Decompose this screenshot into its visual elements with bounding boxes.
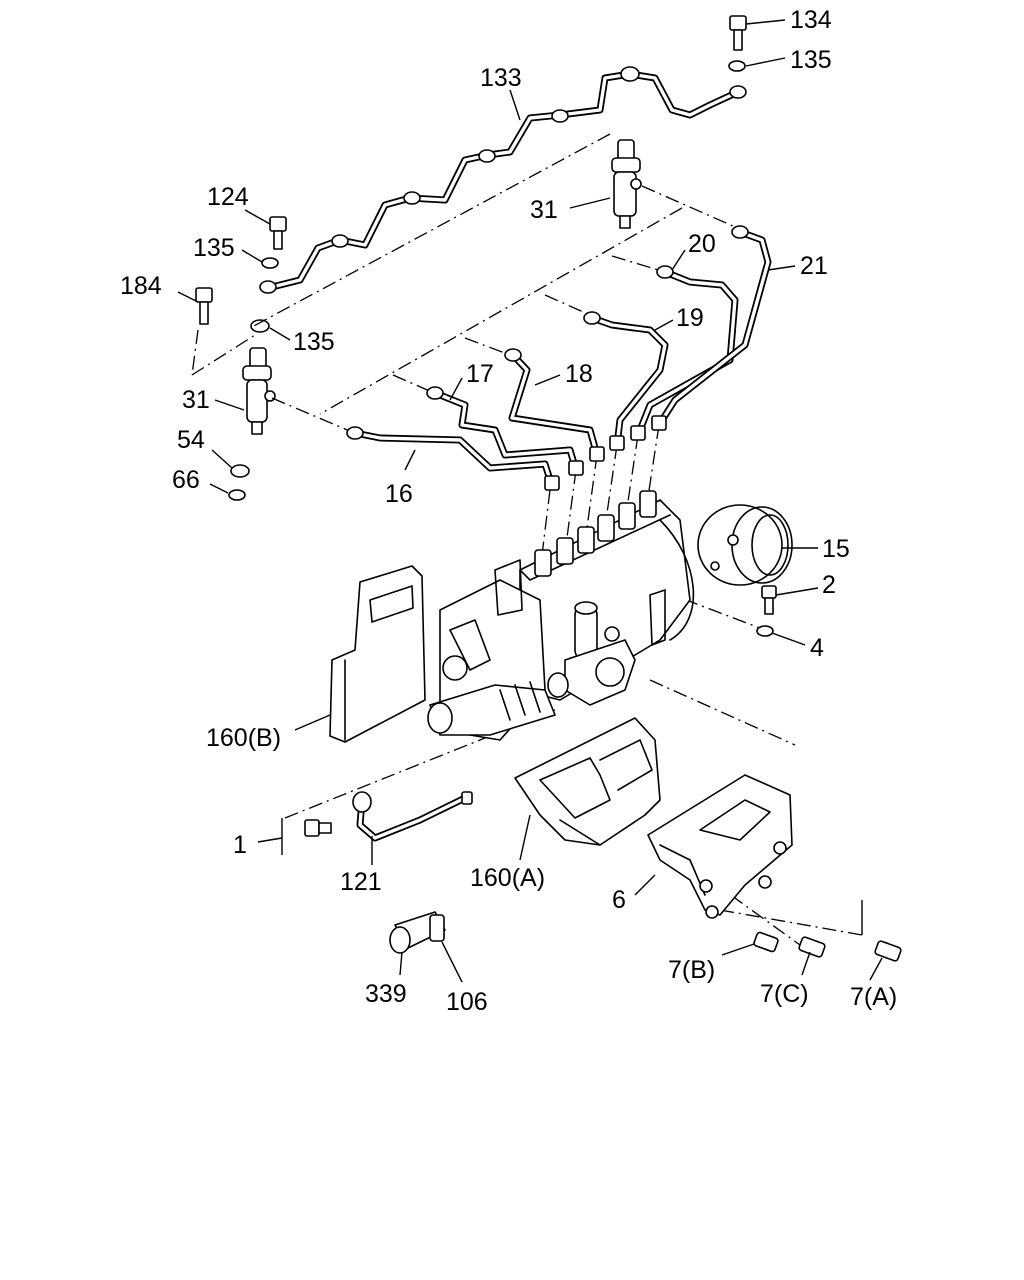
label-121: 121 (340, 868, 382, 896)
label-6: 6 (612, 886, 626, 914)
washer-135-top (728, 60, 746, 72)
bolt-134 (729, 15, 747, 51)
injection-pipe-17 (426, 386, 584, 476)
label-134: 134 (790, 6, 832, 34)
injector-nozzle-31-right (611, 139, 642, 229)
label-2: 2 (822, 571, 836, 599)
delivery-valve-holders (534, 490, 657, 577)
label-135-top: 135 (790, 46, 832, 74)
injector-nozzle-31-left (242, 347, 276, 435)
bolt-2 (761, 585, 777, 615)
cover-160a (514, 717, 661, 846)
label-20: 20 (688, 230, 716, 258)
bolt-7c (798, 936, 826, 958)
label-19: 19 (676, 304, 704, 332)
injection-pipe-19 (583, 311, 669, 451)
label-135-mid: 135 (193, 234, 235, 262)
label-7c: 7(C) (760, 980, 809, 1008)
drive-coupling-15 (697, 504, 793, 586)
bracket-6 (647, 774, 793, 919)
label-31-right: 31 (530, 196, 558, 224)
injection-pump-assembly (427, 490, 695, 741)
bolt-184 (195, 287, 213, 325)
label-21: 21 (800, 252, 828, 280)
injection-pipe-18 (504, 348, 605, 462)
washer-4 (756, 625, 774, 637)
injection-pipe-133 (259, 66, 747, 294)
label-7b: 7(B) (668, 956, 715, 984)
washer-66 (228, 489, 246, 501)
label-133: 133 (480, 64, 522, 92)
label-17: 17 (466, 360, 494, 388)
label-184: 184 (120, 272, 162, 300)
label-339: 339 (365, 980, 407, 1008)
washer-135-mid (261, 257, 279, 269)
label-18: 18 (565, 360, 593, 388)
label-16: 16 (385, 480, 413, 508)
label-160b: 160(B) (206, 724, 281, 752)
bolt-7b (753, 931, 779, 953)
cover-160b (329, 565, 426, 743)
bolt-124 (269, 216, 287, 250)
label-124: 124 (207, 183, 249, 211)
label-4: 4 (810, 634, 824, 662)
part-labels: 134 135 133 124 135 184 135 31 31 20 21 … (120, 6, 897, 1016)
injection-pipe-16 (346, 426, 560, 491)
washer-54 (230, 464, 250, 478)
washer-135-low (250, 319, 270, 333)
label-7a: 7(A) (850, 983, 897, 1011)
label-15: 15 (822, 535, 850, 563)
injection-pipe-20 (630, 265, 739, 441)
label-66: 66 (172, 466, 200, 494)
label-54: 54 (177, 426, 205, 454)
label-1: 1 (233, 831, 247, 859)
label-106: 106 (446, 988, 488, 1016)
injection-pipe-21 (651, 225, 772, 431)
leader-lines (177, 19, 883, 983)
label-31-left: 31 (182, 386, 210, 414)
pipe-121 (304, 791, 473, 842)
sleeve-339 (389, 911, 446, 954)
bolt-7a (874, 940, 902, 962)
label-135-low: 135 (293, 328, 335, 356)
label-160a: 160(A) (470, 864, 545, 892)
